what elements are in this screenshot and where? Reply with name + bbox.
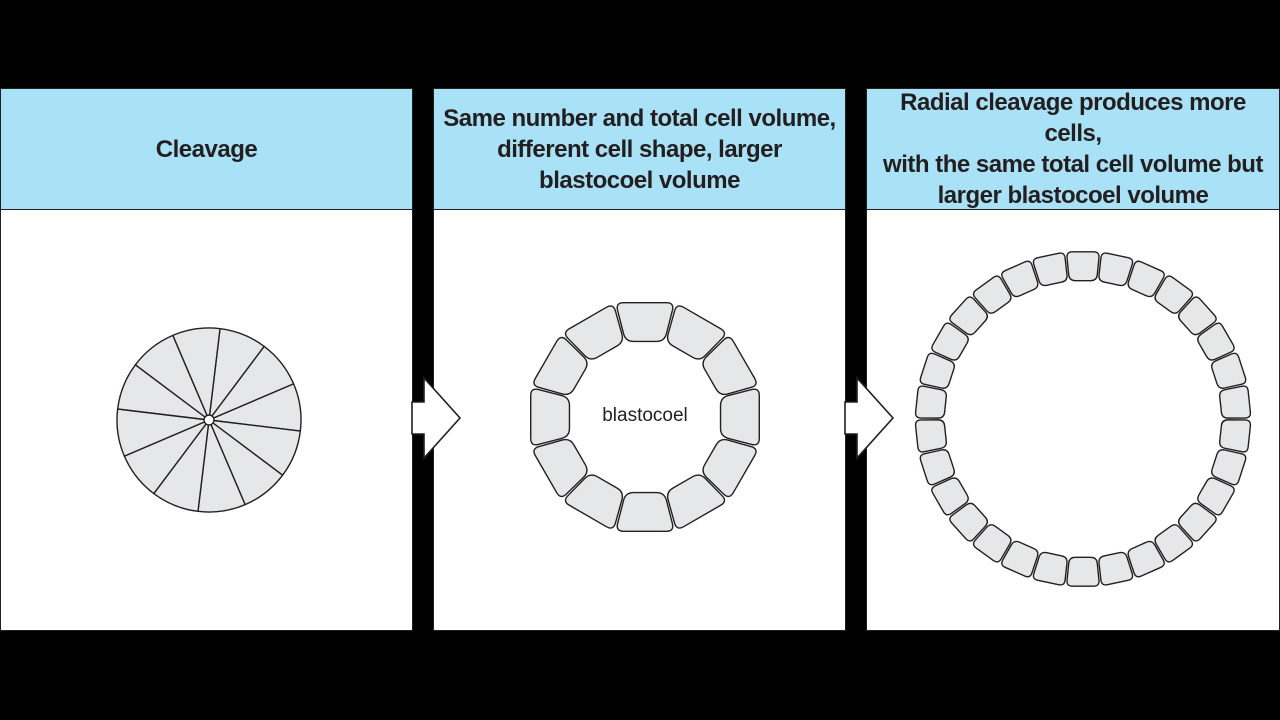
panel-body bbox=[867, 210, 1279, 630]
cell bbox=[931, 322, 969, 361]
panel-header: Same number and total cell volume, diffe… bbox=[434, 89, 845, 210]
cell-ring bbox=[914, 251, 1252, 587]
cell bbox=[1127, 260, 1165, 298]
cell bbox=[972, 524, 1012, 563]
cell bbox=[949, 502, 989, 542]
cell-ring bbox=[530, 302, 760, 532]
cell bbox=[1032, 551, 1068, 586]
right-arrow-icon bbox=[411, 375, 462, 461]
right-arrow-icon bbox=[844, 375, 895, 461]
cell bbox=[919, 352, 955, 389]
cell bbox=[931, 477, 969, 516]
cell-wedges bbox=[116, 327, 302, 513]
cell bbox=[949, 296, 989, 336]
blastocoel-label: blastocoel bbox=[602, 405, 688, 426]
cleavage-embryo bbox=[116, 327, 302, 513]
cell bbox=[1197, 322, 1235, 361]
cell bbox=[702, 438, 757, 498]
cell bbox=[1211, 352, 1247, 389]
cell bbox=[1127, 540, 1165, 578]
cell bbox=[1219, 419, 1252, 453]
cell bbox=[1154, 275, 1194, 314]
cell bbox=[1211, 449, 1247, 486]
panel-body bbox=[1, 210, 412, 630]
panel-cleavage: Cleavage bbox=[0, 88, 413, 631]
cell bbox=[1001, 540, 1039, 578]
panel-title: Same number and total cell volume, diffe… bbox=[443, 104, 836, 194]
cell bbox=[702, 336, 757, 396]
cell bbox=[533, 438, 588, 498]
cell bbox=[530, 388, 571, 446]
cell bbox=[1066, 556, 1100, 587]
panel-title: Cleavage bbox=[155, 135, 258, 163]
panel-reshaped-cells: Same number and total cell volume, diffe… bbox=[433, 88, 846, 631]
cell bbox=[564, 305, 624, 360]
cell bbox=[1197, 477, 1235, 516]
cell bbox=[616, 491, 674, 532]
cell bbox=[1001, 260, 1039, 298]
cell bbox=[914, 419, 947, 453]
cell bbox=[1032, 252, 1068, 287]
arrow-shape bbox=[411, 375, 462, 461]
cell bbox=[1177, 296, 1217, 336]
cell bbox=[1177, 502, 1217, 542]
cell bbox=[972, 275, 1012, 314]
cell bbox=[1219, 385, 1252, 419]
center-pore bbox=[203, 414, 215, 426]
cell bbox=[914, 385, 947, 419]
cell bbox=[719, 388, 760, 446]
cell bbox=[1098, 252, 1134, 287]
panel-header: Cleavage bbox=[1, 89, 412, 210]
panel-title: Radial cleavage produces more cells, wit… bbox=[883, 89, 1263, 209]
cell bbox=[533, 336, 588, 396]
cell bbox=[1098, 551, 1134, 586]
panel-radial-cleavage: Radial cleavage produces more cells, wit… bbox=[866, 88, 1280, 631]
blastula-ring: blastocoel bbox=[530, 302, 760, 532]
large-blastula-ring bbox=[914, 251, 1252, 587]
cell bbox=[616, 302, 674, 343]
panel-header: Radial cleavage produces more cells, wit… bbox=[867, 89, 1279, 210]
cell-wedge bbox=[172, 327, 221, 421]
panel-body: blastocoel bbox=[434, 210, 845, 630]
cell bbox=[919, 449, 955, 486]
cell bbox=[1154, 524, 1194, 563]
cell bbox=[666, 474, 726, 529]
arrow-shape bbox=[844, 375, 895, 461]
cell bbox=[666, 305, 726, 360]
cell bbox=[564, 474, 624, 529]
cell bbox=[1066, 251, 1100, 282]
